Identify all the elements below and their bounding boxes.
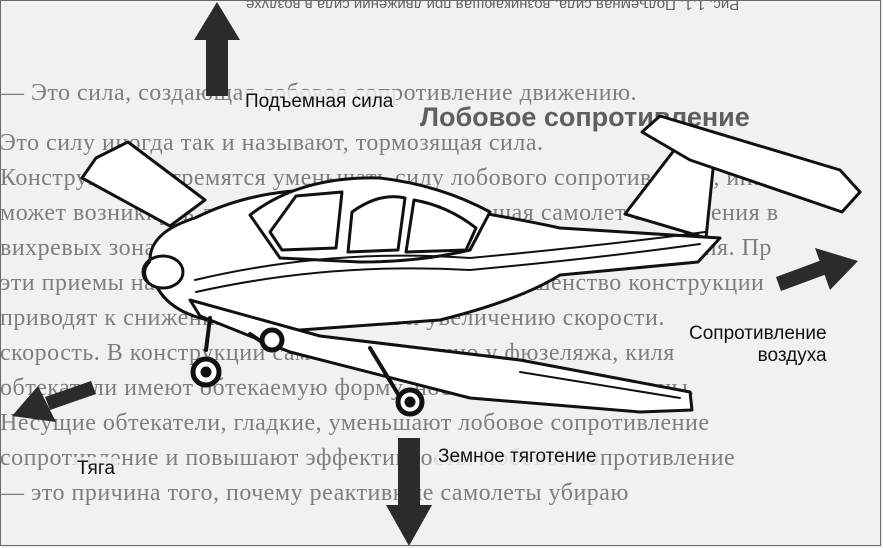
background-text-line: Это силу иногда так и называют, тормозящ…: [0, 130, 544, 156]
gravity-arrow-icon: [386, 438, 432, 546]
background-text-line: сопротивление и повышают эффективность. …: [0, 445, 736, 471]
drag-label-line1: Сопротивление: [689, 323, 827, 344]
airplane-icon: [80, 114, 862, 417]
drag-label: Сопротивление воздуха: [686, 322, 830, 368]
lift-arrow-icon: [194, 2, 240, 96]
drag-label-line2: воздуха: [757, 344, 827, 366]
gravity-label: Земное тяготение: [435, 445, 600, 469]
thrust-label: Тяга: [74, 457, 118, 481]
drag-arrow-icon: [776, 248, 858, 291]
lift-label: Подъемная сила: [242, 90, 397, 114]
thrust-arrow-icon: [12, 381, 96, 422]
background-text-line: Несущие обтекатели, гладкие, уменьшают л…: [0, 410, 710, 436]
background-text-line: — это причина того, почему реактивные са…: [0, 480, 629, 506]
